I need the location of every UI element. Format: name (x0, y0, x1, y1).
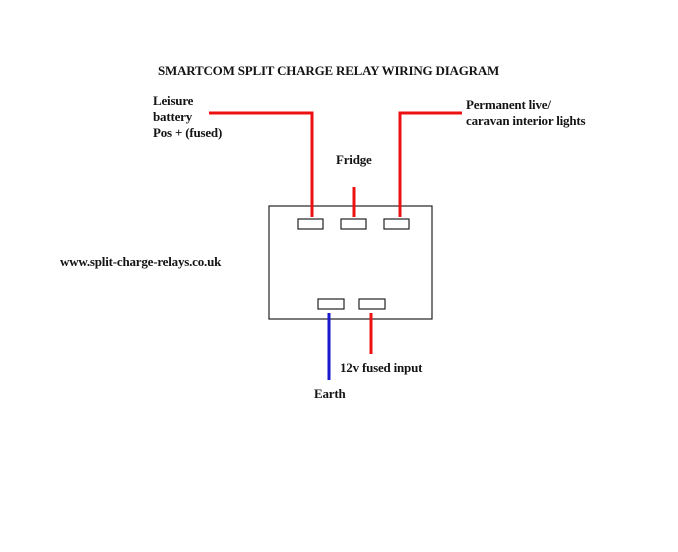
label-earth: Earth (314, 386, 346, 401)
label-fridge: Fridge (336, 152, 372, 167)
label-permanent-line-2: caravan interior lights (466, 113, 586, 128)
terminal-earth (317, 298, 345, 310)
wire-leisure (209, 111, 314, 217)
terminal-permanent (383, 218, 410, 230)
terminal-fridge (340, 218, 367, 230)
label-leisure-line-2: battery (153, 109, 193, 124)
wire-permanent (398, 111, 462, 217)
relay-body (268, 205, 433, 320)
label-leisure-line-3: Pos + (fused) (153, 125, 223, 140)
label-website: www.split-charge-relays.co.uk (60, 254, 222, 269)
label-permanent-live: Permanent live/ caravan interior lights (466, 97, 586, 129)
label-12v-input: 12v fused input (340, 360, 423, 375)
terminal-12v-input (358, 298, 386, 310)
diagram-title: SMARTCOM SPLIT CHARGE RELAY WIRING DIAGR… (158, 63, 500, 78)
label-leisure-line-1: Leisure (153, 93, 194, 108)
label-permanent-line-1: Permanent live/ (466, 97, 551, 112)
label-leisure-battery: Leisure battery Pos + (fused) (153, 93, 222, 141)
terminal-leisure (297, 218, 324, 230)
